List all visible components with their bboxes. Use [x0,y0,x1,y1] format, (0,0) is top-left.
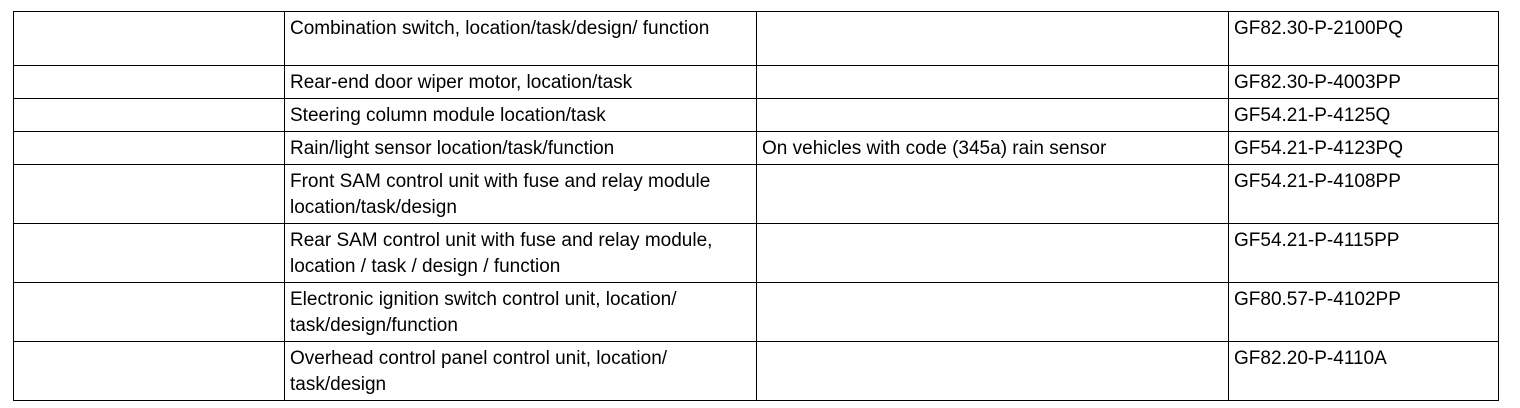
condition-cell [756,65,1229,99]
table-row: Rear SAM control unit with fuse and rela… [13,223,1499,283]
table-row: Rear-end door wiper motor, location/task… [13,65,1499,99]
condition-cell [756,341,1229,401]
condition-cell [756,11,1229,66]
blank-cell [13,282,285,342]
document-number-cell: GF54.21-P-4125Q [1228,98,1499,132]
description-cell: Steering column module location/task [284,98,757,132]
blank-cell [13,11,285,66]
condition-cell [756,98,1229,132]
description-cell: Rear-end door wiper motor, location/task [284,65,757,99]
condition-cell [756,223,1229,283]
document-number-cell: GF54.21-P-4123PQ [1228,131,1499,165]
document-number-cell: GF82.30-P-4003PP [1228,65,1499,99]
table-row: Front SAM control unit with fuse and rel… [13,164,1499,224]
document-number-cell: GF54.21-P-4108PP [1228,164,1499,224]
condition-cell [756,164,1229,224]
blank-cell [13,65,285,99]
description-cell: Rear SAM control unit with fuse and rela… [284,223,757,283]
blank-cell [13,131,285,165]
condition-cell [756,282,1229,342]
description-cell: Overhead control panel control unit, loc… [284,341,757,401]
table-row: Rain/light sensor location/task/function… [13,131,1499,165]
reference-table: Combination switch, location/task/design… [13,11,1499,401]
blank-cell [13,164,285,224]
blank-cell [13,341,285,401]
description-cell: Rain/light sensor location/task/function [284,131,757,165]
description-cell: Front SAM control unit with fuse and rel… [284,164,757,224]
description-cell: Electronic ignition switch control unit,… [284,282,757,342]
condition-cell: On vehicles with code (345a) rain sensor [756,131,1229,165]
table-row: Electronic ignition switch control unit,… [13,282,1499,342]
document-number-cell: GF54.21-P-4115PP [1228,223,1499,283]
blank-cell [13,223,285,283]
document-number-cell: GF82.20-P-4110A [1228,341,1499,401]
table-row: Steering column module location/task GF5… [13,98,1499,132]
table-row: Overhead control panel control unit, loc… [13,341,1499,401]
document-number-cell: GF80.57-P-4102PP [1228,282,1499,342]
table-row: Combination switch, location/task/design… [13,11,1499,66]
document-number-cell: GF82.30-P-2100PQ [1228,11,1499,66]
description-cell: Combination switch, location/task/design… [284,11,757,66]
blank-cell [13,98,285,132]
